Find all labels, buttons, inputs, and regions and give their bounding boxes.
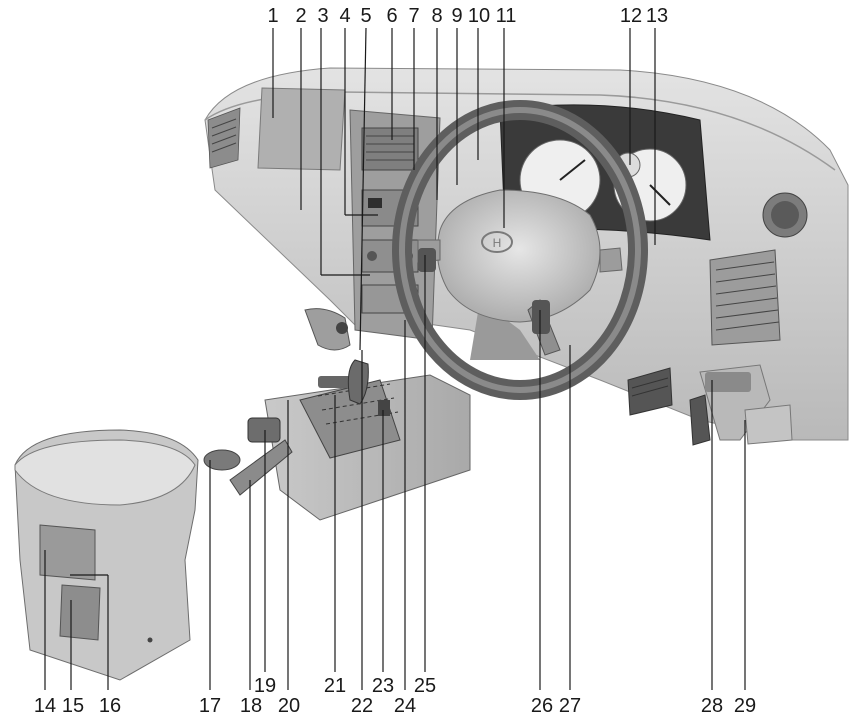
callout-22: 22 (351, 695, 373, 717)
callout-23: 23 (372, 675, 394, 697)
callout-24: 24 (394, 695, 416, 717)
callout-13: 13 (646, 5, 668, 27)
leader-lines (44, 27, 746, 690)
wheel-emblem: H (493, 236, 502, 250)
left-air-vent (207, 107, 241, 169)
callout-19: 19 (254, 675, 276, 697)
callout-18: 18 (240, 695, 262, 717)
callout-2: 2 (295, 5, 306, 27)
round-side-vent (762, 192, 808, 238)
callout-17: 17 (199, 695, 221, 717)
callout-labels: 1 2 3 4 5 6 7 8 9 10 11 12 13 14 15 16 1… (34, 5, 756, 717)
callout-10: 10 (468, 5, 490, 27)
callout-6: 6 (386, 5, 397, 27)
callout-5: 5 (360, 5, 371, 27)
callout-26: 26 (531, 695, 553, 717)
callout-11: 11 (496, 5, 517, 27)
instrument-cluster (499, 104, 711, 241)
pedals (627, 367, 711, 446)
passenger-lower-panel (699, 364, 793, 445)
callout-28: 28 (701, 695, 723, 717)
callout-25: 25 (414, 675, 436, 697)
armrest-console (14, 429, 199, 681)
cup-holder (203, 449, 241, 471)
callout-7: 7 (408, 5, 419, 27)
wheel-remote-controls (418, 248, 550, 334)
callout-29: 29 (734, 695, 756, 717)
callout-27: 27 (559, 695, 581, 717)
callout-3: 3 (317, 5, 328, 27)
callout-21: 21 (324, 675, 346, 697)
center-console (264, 359, 471, 521)
callout-8: 8 (431, 5, 442, 27)
callout-1: 1 (267, 5, 278, 27)
callout-9: 9 (451, 5, 462, 27)
callout-12: 12 (620, 5, 642, 27)
right-air-vent (709, 249, 781, 346)
callout-16: 16 (99, 695, 121, 717)
callout-15: 15 (62, 695, 84, 717)
parking-brake-lever (229, 417, 293, 496)
callout-14: 14 (34, 695, 56, 717)
hood-release-lever (304, 308, 351, 351)
callout-20: 20 (278, 695, 300, 717)
callout-4: 4 (339, 5, 350, 27)
